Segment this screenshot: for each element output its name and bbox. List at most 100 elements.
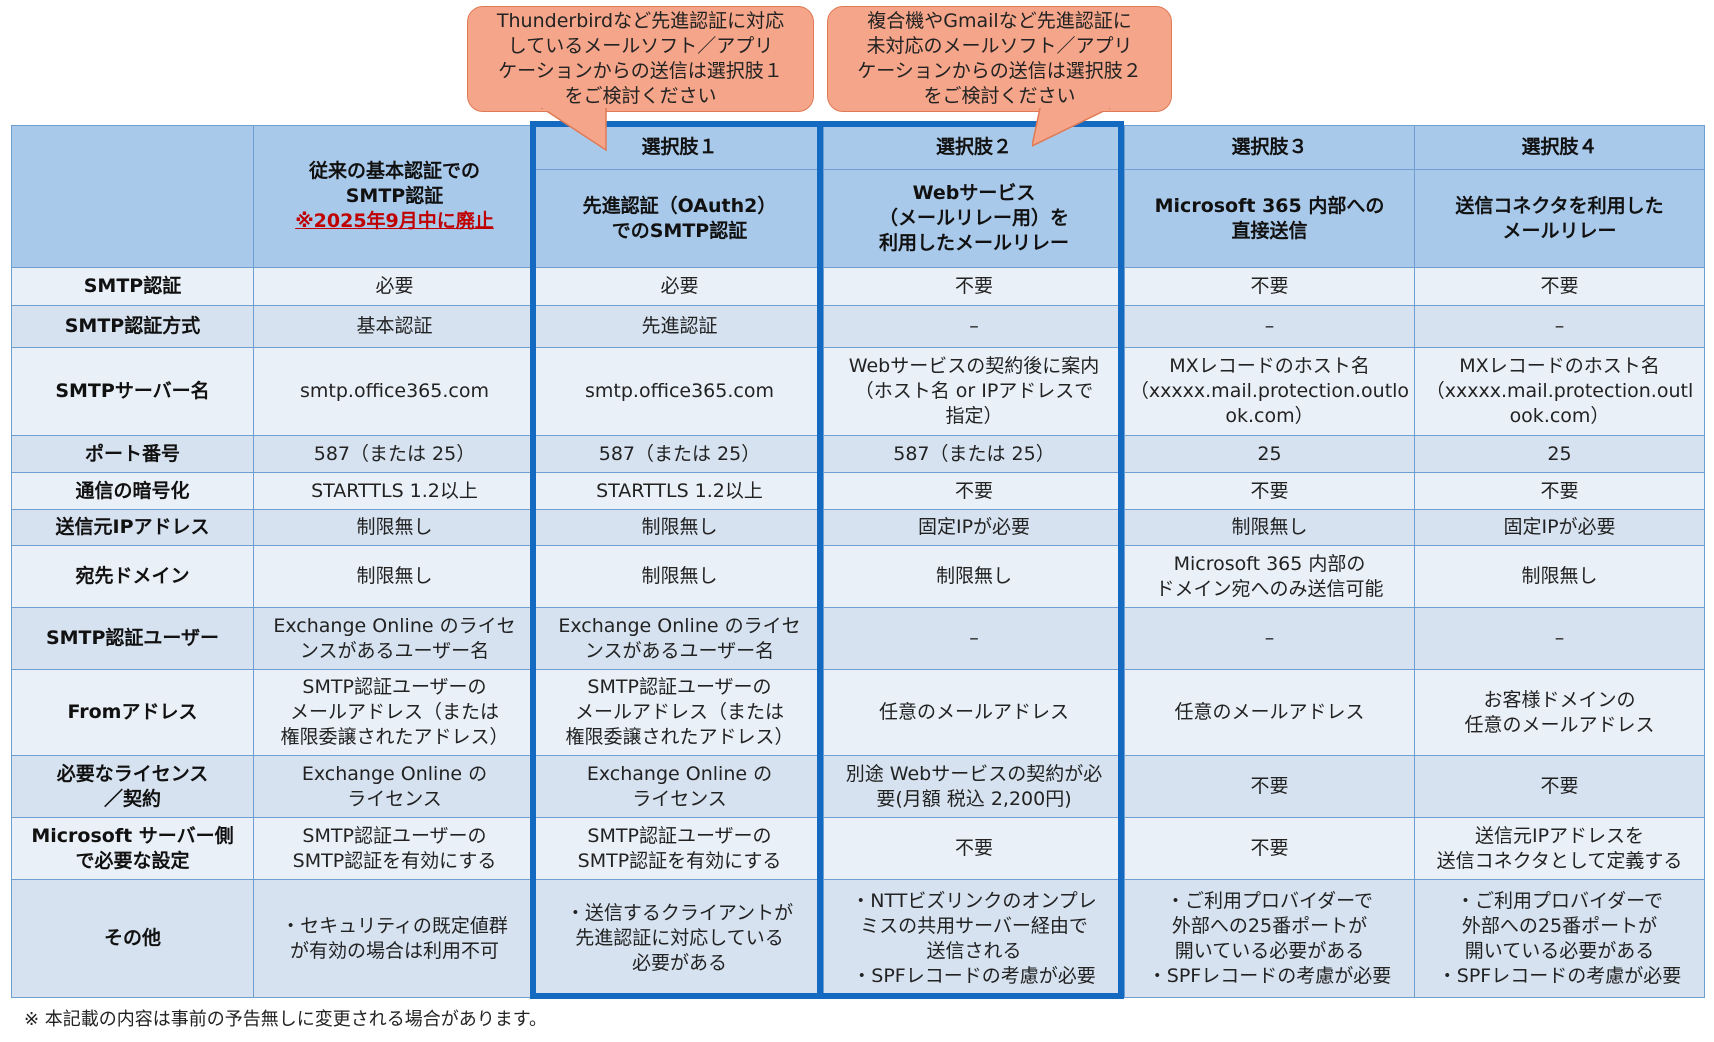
table-cell: 不要: [1124, 755, 1415, 818]
table-cell: Exchange Online のライセ ンスがあるユーザー名: [535, 607, 824, 670]
table-cell: 制限無し: [1414, 545, 1705, 608]
table-cell: –: [1124, 305, 1415, 348]
table-cell: 不要: [1414, 755, 1705, 818]
table-cell: Exchange Online の ライセンス: [535, 755, 824, 818]
footnote: ※ 本記載の内容は事前の予告無しに変更される場合があります。: [24, 1009, 548, 1030]
table-cell: ・ご利用プロバイダーで 外部への25番ポートが 開いている必要がある ・SPFレ…: [1124, 879, 1415, 998]
table-cell: 不要: [1124, 817, 1415, 880]
table-cell: 基本認証: [253, 305, 536, 348]
table-cell: 25: [1414, 435, 1705, 473]
table-cell: 必要: [535, 267, 824, 306]
row-label: Microsoft サーバー側 で必要な設定: [11, 817, 254, 880]
header-option1-desc: 先進認証（OAuth2） でのSMTP認証: [535, 169, 824, 268]
table-cell: 不要: [1414, 267, 1705, 306]
callout-tail-option2: [1032, 108, 1111, 147]
header-option4-name: 選択肢４: [1414, 125, 1705, 170]
table-cell: Webサービスの契約後に案内 （ホスト名 or IPアドレスで 指定）: [823, 347, 1125, 436]
table-cell: 別途 Webサービスの契約が必 要(月額 税込 2,200円): [823, 755, 1125, 818]
table-cell: STARTTLS 1.2以上: [253, 472, 536, 510]
header-row-1: 従来の基本認証での SMTP認証 ※2025年9月中に廃止 選択肢１ 選択肢２ …: [11, 125, 1705, 268]
table-cell: 587（または 25）: [823, 435, 1125, 473]
table-cell: 固定IPが必要: [823, 509, 1125, 546]
table-cell: 任意のメールアドレス: [823, 669, 1125, 756]
table-cell: ・送信するクライアントが 先進認証に対応している 必要がある: [535, 879, 824, 998]
row-label: 通信の暗号化: [11, 472, 254, 510]
row-label: 送信元IPアドレス: [11, 509, 254, 546]
table-cell: 25: [1124, 435, 1415, 473]
header-option3-name: 選択肢３: [1124, 125, 1415, 170]
table-cell: STARTTLS 1.2以上: [535, 472, 824, 510]
table-cell: 制限無し: [253, 509, 536, 546]
table-cell: ・セキュリティの既定値群 が有効の場合は利用不可: [253, 879, 536, 998]
table-cell: 必要: [253, 267, 536, 306]
table-cell: 制限無し: [1124, 509, 1415, 546]
table-cell: ・NTTビズリンクのオンプレ ミスの共用サーバー経由で 送信される ・SPFレコ…: [823, 879, 1125, 998]
table-cell: 587（または 25）: [253, 435, 536, 473]
table-cell: –: [823, 305, 1125, 348]
table-cell: 先進認証: [535, 305, 824, 348]
table-cell: 制限無し: [253, 545, 536, 608]
table-cell: 不要: [823, 472, 1125, 510]
callout-option1: Thunderbirdなど先進認証に対応 しているメールソフト／アプリ ケーショ…: [467, 6, 814, 112]
callout-tail-option1: [540, 108, 607, 152]
row-label: SMTP認証ユーザー: [11, 607, 254, 670]
table-cell: 固定IPが必要: [1414, 509, 1705, 546]
table-cell: 制限無し: [823, 545, 1125, 608]
header-option4-desc: 送信コネクタを利用した メールリレー: [1414, 169, 1705, 268]
row-label: SMTP認証: [11, 267, 254, 306]
table-cell: 587（または 25）: [535, 435, 824, 473]
table-cell: 制限無し: [535, 545, 824, 608]
table-cell: –: [1414, 607, 1705, 670]
row-label: その他: [11, 879, 254, 998]
table-cell: Exchange Online のライセ ンスがあるユーザー名: [253, 607, 536, 670]
table-cell: SMTP認証ユーザーの SMTP認証を有効にする: [253, 817, 536, 880]
table-cell: 送信元IPアドレスを 送信コネクタとして定義する: [1414, 817, 1705, 880]
table-cell: SMTP認証ユーザーの メールアドレス（または 権限委譲されたアドレス）: [253, 669, 536, 756]
header-option3-desc: Microsoft 365 内部への 直接送信: [1124, 169, 1415, 268]
row-label: 宛先ドメイン: [11, 545, 254, 608]
table-row: その他・セキュリティの既定値群 が有効の場合は利用不可・送信するクライアントが …: [11, 879, 1705, 998]
corner-cell: [11, 125, 254, 268]
table-cell: 任意のメールアドレス: [1124, 669, 1415, 756]
row-label: SMTPサーバー名: [11, 347, 254, 436]
header-option2-desc: Webサービス （メールリレー用）を 利用したメールリレー: [823, 169, 1125, 268]
legacy-warning: ※2025年9月中に廃止: [295, 210, 494, 232]
table-cell: –: [1414, 305, 1705, 348]
row-label: Fromアドレス: [11, 669, 254, 756]
table-cell: 不要: [1414, 472, 1705, 510]
table-cell: お客様ドメインの 任意のメールアドレス: [1414, 669, 1705, 756]
table-cell: MXレコードのホスト名 （xxxxx.mail.protection.outlo…: [1124, 347, 1415, 436]
table-cell: –: [1124, 607, 1415, 670]
table-cell: 不要: [1124, 267, 1415, 306]
row-label: 必要なライセンス ／契約: [11, 755, 254, 818]
header-legacy: 従来の基本認証での SMTP認証 ※2025年9月中に廃止: [253, 125, 536, 268]
table-row: SMTP認証方式基本認証先進認証–––: [11, 305, 1705, 348]
header-row-2: 先進認証（OAuth2） でのSMTP認証 Webサービス （メールリレー用）を…: [12, 169, 1705, 268]
legacy-title: 従来の基本認証での SMTP認証: [308, 160, 480, 207]
comparison-table: 従来の基本認証での SMTP認証 ※2025年9月中に廃止 選択肢１ 選択肢２ …: [11, 125, 1705, 998]
table-cell: smtp.office365.com: [253, 347, 536, 436]
table-cell: ・ご利用プロバイダーで 外部への25番ポートが 開いている必要がある ・SPFレ…: [1414, 879, 1705, 998]
table-cell: Exchange Online の ライセンス: [253, 755, 536, 818]
table-row: SMTP認証必要必要不要不要不要: [11, 267, 1705, 306]
table-cell: MXレコードのホスト名 （xxxxx.mail.protection.outl …: [1414, 347, 1705, 436]
table-cell: 不要: [1124, 472, 1415, 510]
table-cell: SMTP認証ユーザーの メールアドレス（または 権限委譲されたアドレス）: [535, 669, 824, 756]
row-label: ポート番号: [11, 435, 254, 473]
table-cell: –: [823, 607, 1125, 670]
table-row: 送信元IPアドレス制限無し制限無し固定IPが必要制限無し固定IPが必要: [11, 509, 1705, 546]
table-cell: smtp.office365.com: [535, 347, 824, 436]
row-label: SMTP認証方式: [11, 305, 254, 348]
table-cell: SMTP認証ユーザーの SMTP認証を有効にする: [535, 817, 824, 880]
table-cell: 制限無し: [535, 509, 824, 546]
table-cell: 不要: [823, 817, 1125, 880]
